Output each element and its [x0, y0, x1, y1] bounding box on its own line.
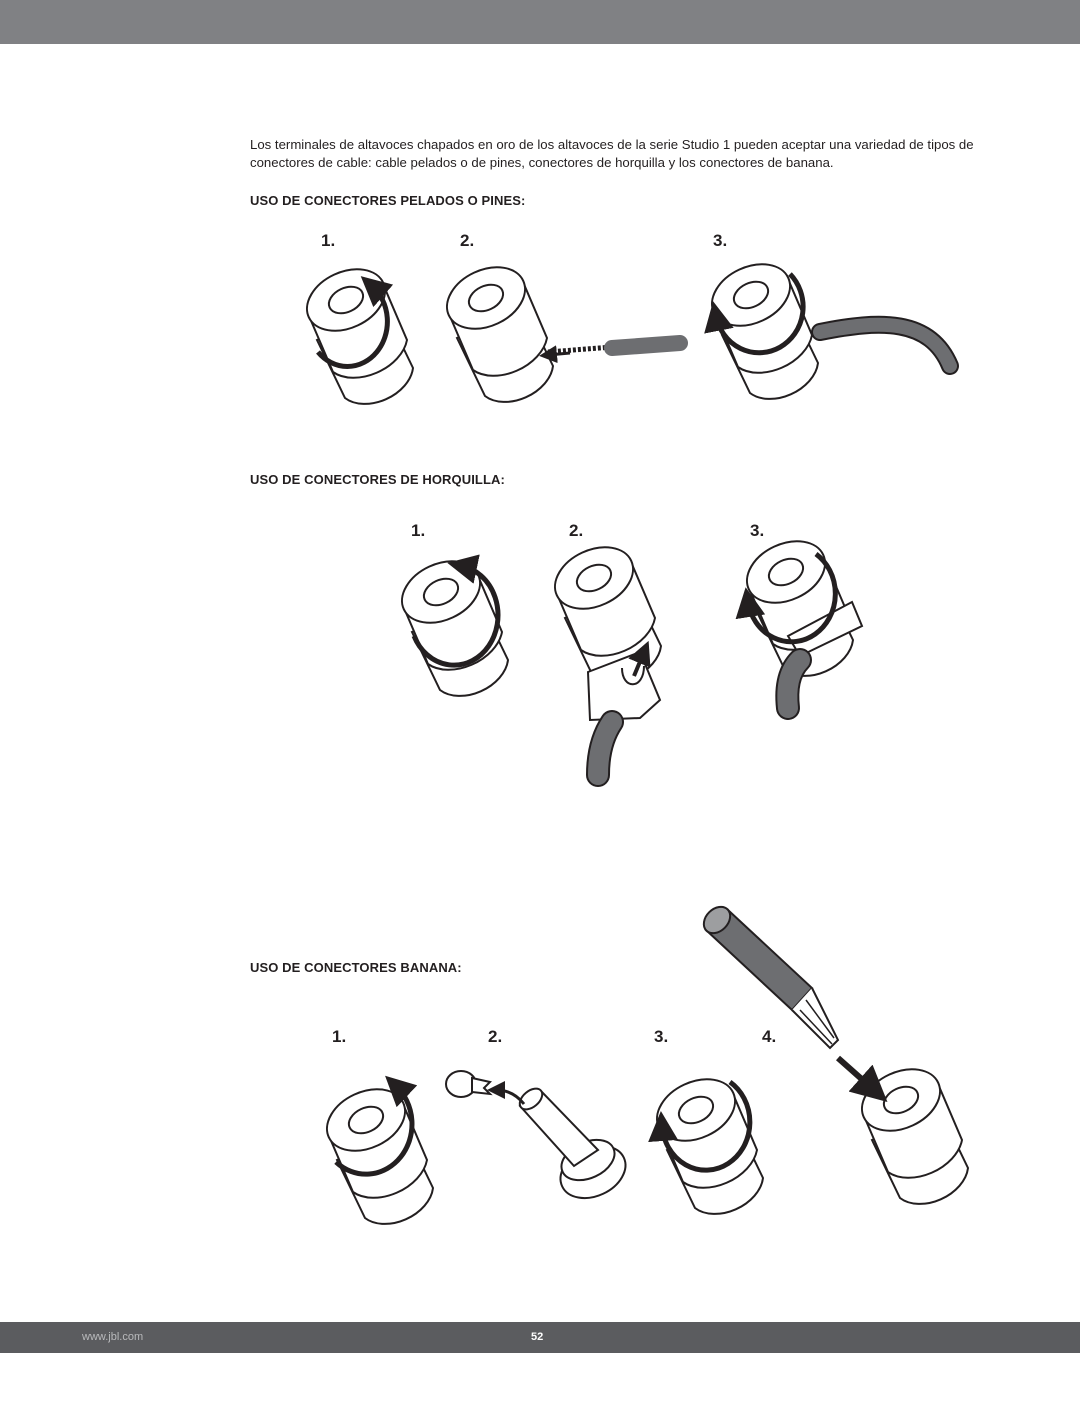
remove-arrow-icon: [487, 1081, 526, 1105]
footer-bar: www.jbl.com 52: [0, 1322, 1080, 1353]
step-number: 4.: [762, 1027, 777, 1046]
intro-paragraph: Los terminales de altavoces chapados en …: [250, 137, 974, 170]
post-with-plug-removed: [518, 1087, 627, 1200]
step-number: 3.: [654, 1027, 669, 1046]
post-illustration: [851, 1056, 969, 1205]
banana-plug: [702, 905, 840, 1050]
step-number: 2.: [460, 231, 475, 250]
wire-insulation: [604, 335, 688, 356]
section-heading-stripped-wire: USO DE CONECTORES PELADOS O PINES:: [250, 193, 526, 208]
post-illustration: [296, 256, 414, 405]
page-number: 52: [531, 1331, 544, 1343]
section-heading-spade: USO DE CONECTORES DE HORQUILLA:: [250, 472, 505, 487]
step-number: 3.: [713, 231, 728, 250]
step-number: 2.: [488, 1027, 503, 1046]
footer-url: www.jbl.com: [82, 1331, 144, 1343]
rotate-arrow-icon: [334, 1075, 418, 1177]
rotate-arrow-icon: [411, 554, 501, 668]
rotate-arrow-icon: [735, 551, 838, 645]
top-bar: [0, 0, 1080, 44]
post-illustration: [436, 254, 554, 403]
step-number: 2.: [569, 521, 584, 540]
bare-wire: [547, 344, 613, 355]
post-illustration: [316, 1076, 434, 1225]
post-illustration: [391, 548, 509, 697]
step-number: 1.: [332, 1027, 347, 1046]
step-number: 1.: [321, 231, 336, 250]
insert-arrow-icon: [539, 345, 571, 364]
rotate-arrow-icon: [704, 272, 806, 356]
insert-arrow-icon: [628, 640, 651, 677]
insert-arrow-icon: [836, 1055, 888, 1102]
step-number: 1.: [411, 521, 426, 540]
rotate-arrow-icon: [648, 1079, 753, 1173]
rotate-arrow-icon: [316, 276, 394, 369]
section-heading-banana: USO DE CONECTORES BANANA:: [250, 960, 462, 975]
step-number: 3.: [750, 521, 765, 540]
plug-cap: [445, 1070, 493, 1098]
